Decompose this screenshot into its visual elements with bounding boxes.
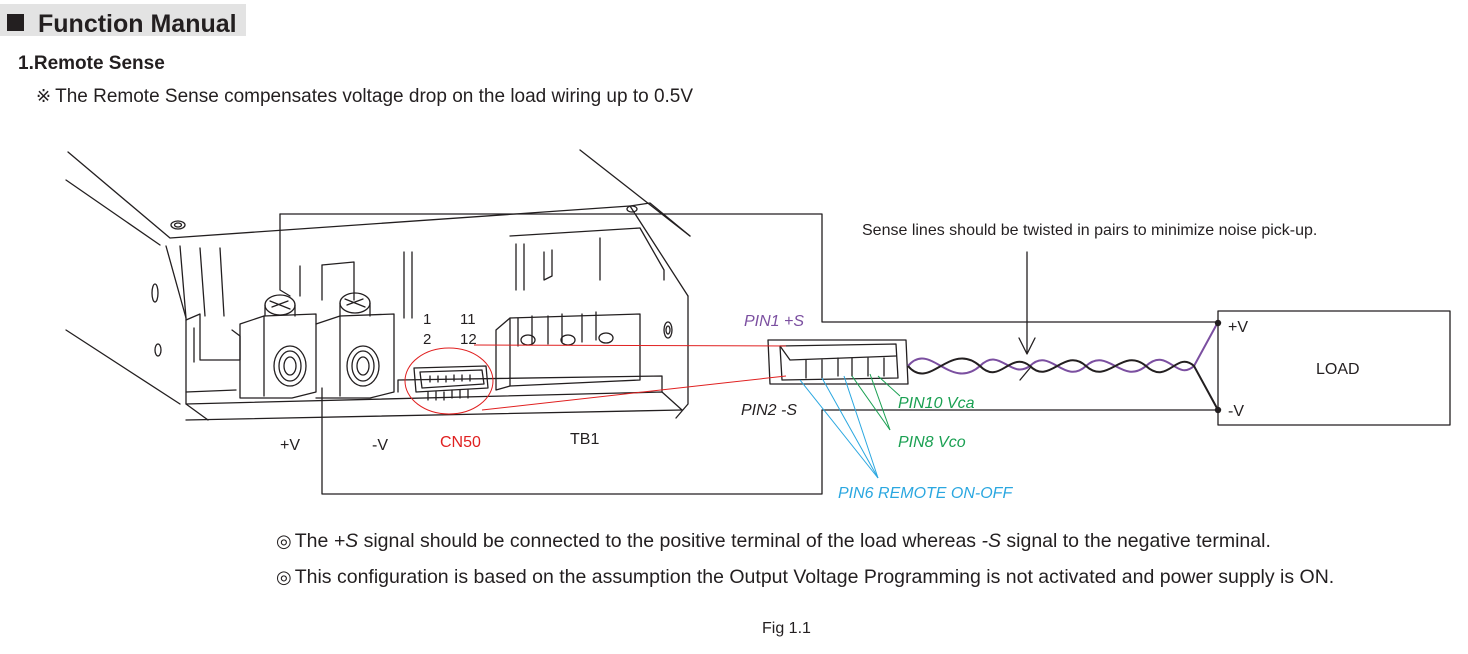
section-square-icon [7, 14, 24, 31]
section-header: Function Manual [0, 4, 246, 38]
terminal-negative [315, 292, 395, 399]
tb1-label: TB1 [570, 431, 599, 448]
note-text: The Remote Sense compensates voltage dro… [55, 86, 694, 107]
double-circle-icon: ◎ [276, 567, 292, 588]
sense-wire-negative [907, 357, 1219, 411]
leader-pin10 [877, 375, 901, 397]
bullet1-s-minus: -S [981, 530, 1001, 552]
power-supply-chassis [65, 149, 691, 421]
pin6-label: PIN6 REMOTE ON-OFF [838, 485, 1013, 502]
leader-pin8-a [851, 375, 891, 431]
pin-label-11: 11 [460, 311, 476, 328]
bullet1-s-plus: +S [333, 530, 359, 552]
load-pos-node [1214, 319, 1222, 327]
load-box [1217, 310, 1451, 426]
pin-label-2: 2 [423, 331, 431, 348]
pin8-label: PIN8 Vco [898, 434, 966, 451]
bullet2-text: This configuration is based on the assum… [294, 566, 1335, 588]
pin2-label: PIN2 -S [741, 402, 797, 419]
remote-sense-note: ※The Remote Sense compensates voltage dr… [36, 86, 693, 108]
cn50-highlight-circle [404, 347, 494, 415]
bullet1-mid: signal should be connected to the positi… [358, 530, 982, 552]
leader-pin6-a [799, 379, 879, 479]
leader-pin2 [481, 375, 787, 411]
leader-pin1 [473, 344, 787, 347]
leader-pin6-b [821, 377, 879, 479]
twist-arrow [1018, 251, 1036, 355]
section-title: Function Manual [38, 10, 237, 38]
note-mark-icon: ※ [36, 86, 52, 107]
load-label: LOAD [1316, 361, 1360, 378]
subsection-title: 1.Remote Sense [18, 53, 165, 74]
bullet1-pre: The [294, 530, 334, 552]
pcb-edge [397, 375, 663, 393]
connector-cn50 [413, 365, 489, 401]
internal-bus-bars [279, 213, 641, 319]
external-connector-plug [767, 339, 909, 385]
harness-frame [279, 213, 1219, 495]
load-neg-node [1214, 406, 1222, 414]
twist-note: Sense lines should be twisted in pairs t… [862, 222, 1317, 239]
terminal-neg-label: -V [372, 437, 388, 454]
bullet-configuration: ◎This configuration is based on the assu… [276, 566, 1334, 589]
bullet1-post: signal to the negative terminal. [1000, 530, 1271, 552]
leader-pin6-c [843, 375, 879, 479]
terminal-positive [239, 294, 317, 399]
pin10-label: PIN10 Vca [898, 395, 975, 412]
leader-pin8-b [869, 373, 891, 431]
figure-caption: Fig 1.1 [762, 620, 811, 637]
double-circle-icon: ◎ [276, 531, 292, 552]
terminal-pos-label: +V [280, 437, 300, 454]
pin-label-12: 12 [460, 331, 477, 348]
bullet-sense-connection: ◎The +S signal should be connected to th… [276, 530, 1271, 553]
terminal-block-tb1 [495, 311, 641, 391]
cn50-label: CN50 [440, 434, 481, 451]
load-neg-label: -V [1228, 403, 1244, 420]
load-pos-label: +V [1228, 319, 1248, 336]
pin1-label: PIN1 +S [744, 313, 804, 330]
sense-wire-positive [907, 321, 1219, 375]
pin-label-1: 1 [423, 311, 431, 328]
